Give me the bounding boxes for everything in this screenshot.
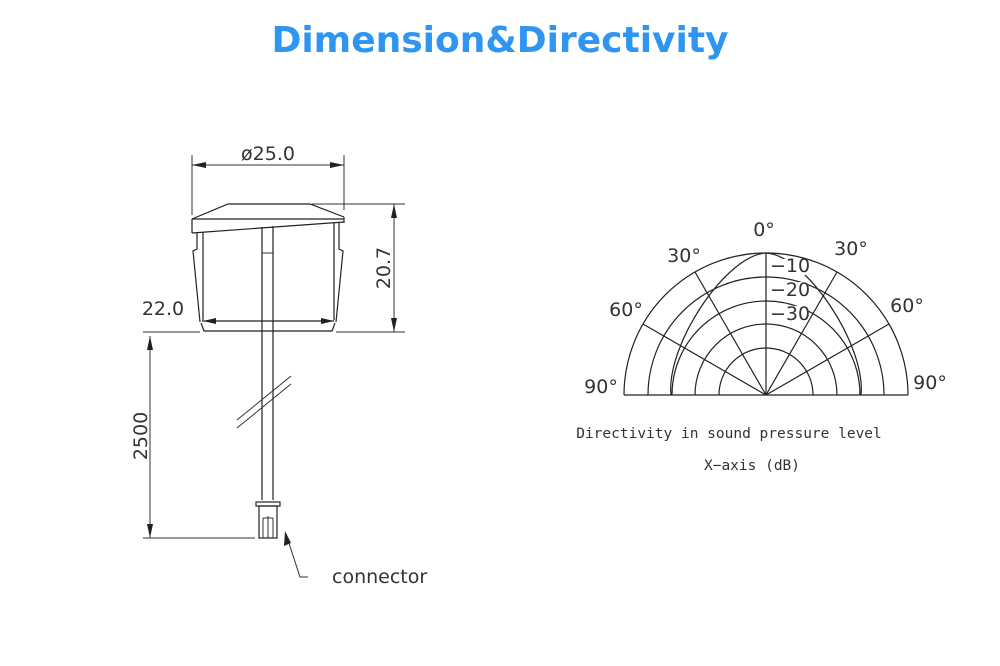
angle-label-right-90: 90°	[913, 372, 947, 394]
page-title: Dimension&Directivity	[271, 20, 729, 61]
directivity-polar-chart	[623, 252, 909, 396]
ring-label-20: −20	[770, 279, 810, 301]
chart-axis-label: X−axis (dB)	[704, 458, 800, 474]
connector-label: connector	[332, 566, 427, 588]
height-label: 20.7	[373, 247, 395, 289]
angle-label-right-30: 30°	[834, 238, 868, 260]
ring-label-30: −30	[770, 303, 810, 325]
sensor-dimension-drawing: ø25.0 20.7 22.0	[130, 143, 427, 588]
bottom-width-label: 22.0	[142, 298, 184, 320]
polar-angle-labels: 0° 30° 30° 60° 60° 90° 90° −10 −20 −30	[584, 219, 947, 398]
ring-label-10: −10	[770, 255, 810, 277]
cable-length-label: 2500	[130, 412, 152, 460]
angle-label-0: 0°	[753, 219, 775, 241]
diameter-label: ø25.0	[241, 143, 295, 165]
angle-label-left-30: 30°	[667, 245, 701, 267]
angle-label-left-90: 90°	[584, 376, 618, 398]
angle-label-right-60: 60°	[890, 295, 924, 317]
angle-label-left-60: 60°	[609, 299, 643, 321]
chart-caption: Directivity in sound pressure level	[576, 426, 882, 442]
